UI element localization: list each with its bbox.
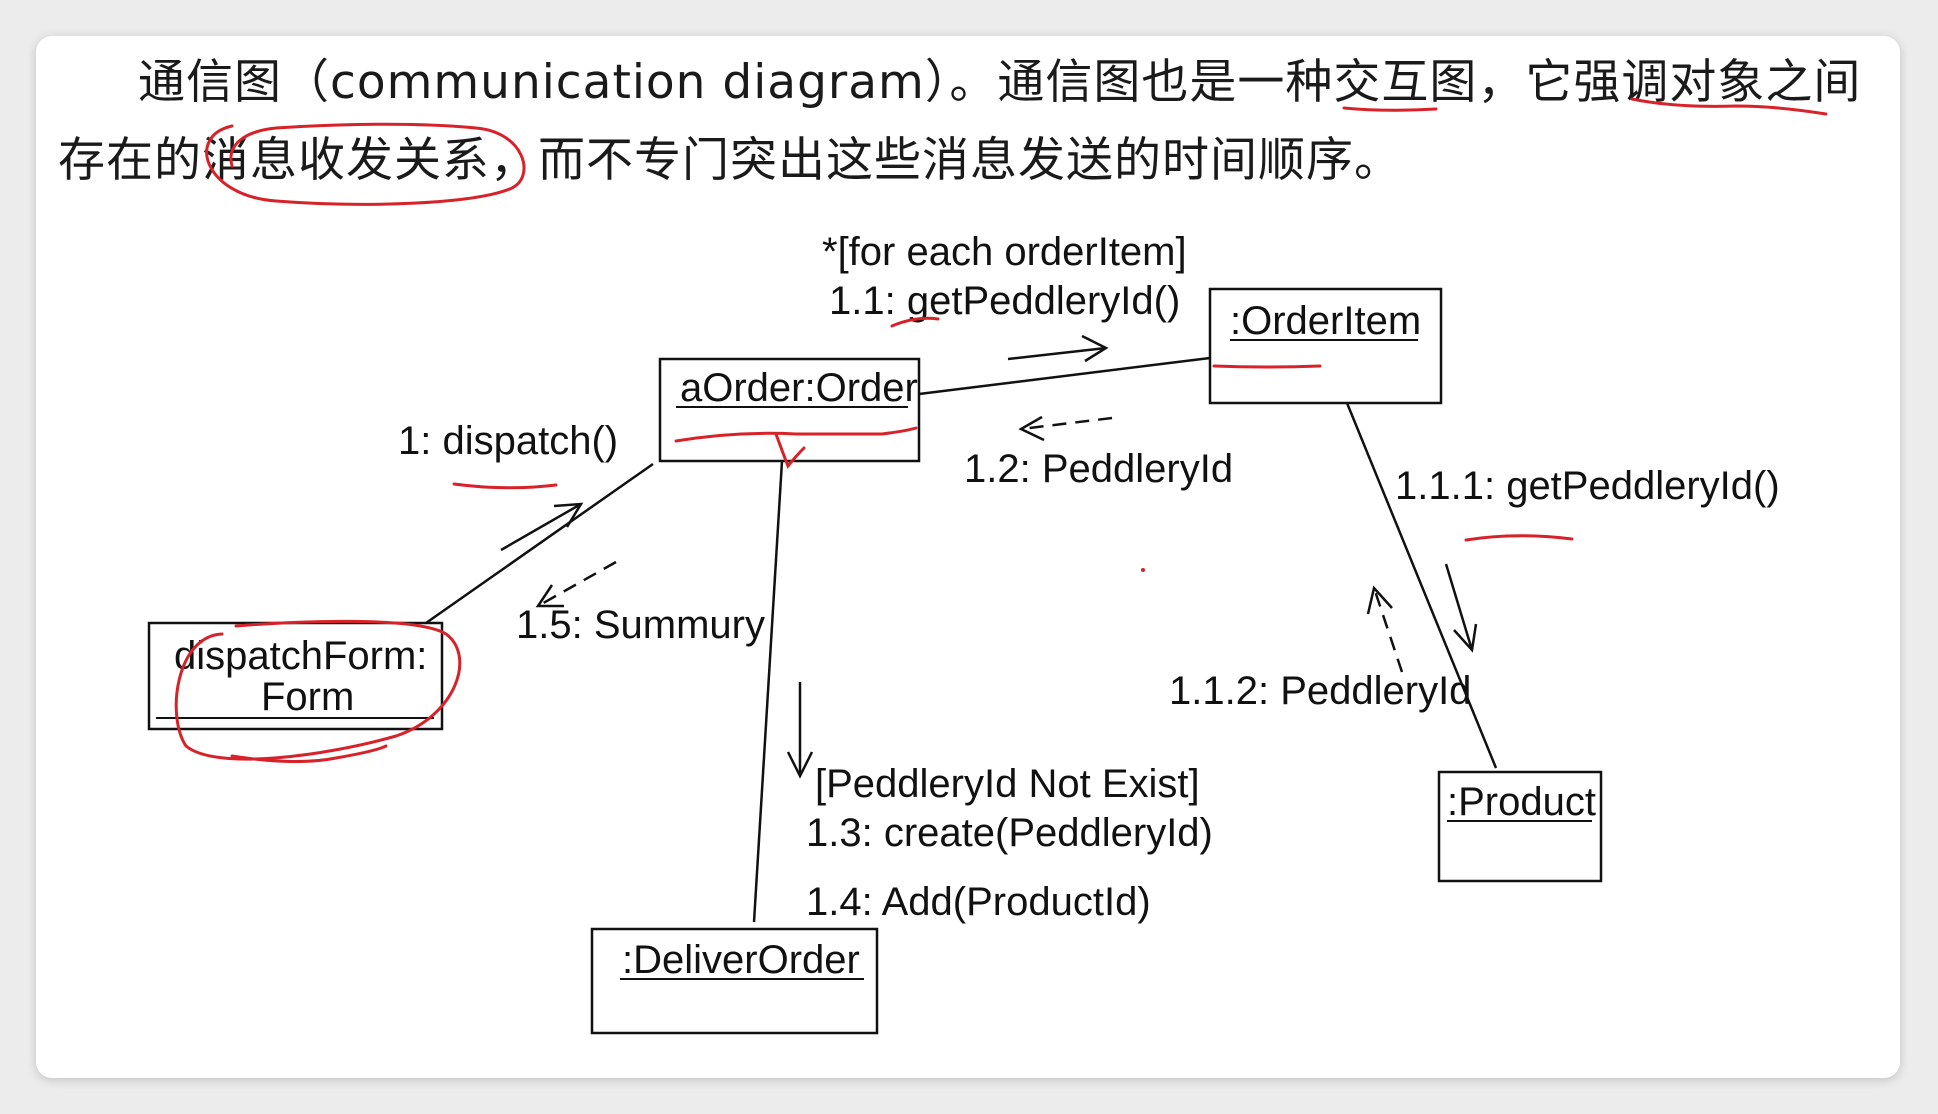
link-order-deliverorder bbox=[752, 460, 784, 923]
object-dispatchform-label-1: dispatchForm: bbox=[174, 634, 427, 678]
object-order-label: aOrder:Order bbox=[680, 366, 918, 410]
object-orderitem-box bbox=[1208, 287, 1443, 405]
msg-1-1-2: 1.1.2: PeddleryId bbox=[1169, 669, 1471, 713]
object-deliverorder[interactable]: :DeliverOrder bbox=[590, 927, 879, 1035]
arrow-1-5-return bbox=[535, 560, 617, 608]
msg-1-4: 1.4: Add(ProductId) bbox=[806, 880, 1151, 924]
msg-1-1: 1.1: getPeddleryId() bbox=[829, 279, 1180, 323]
msg-1-3: 1.3: create(PeddleryId) bbox=[806, 811, 1213, 855]
object-order-box bbox=[658, 357, 921, 463]
msg-1: 1: dispatch() bbox=[398, 419, 618, 463]
msg-guard-not-exist: [PeddleryId Not Exist] bbox=[815, 762, 1200, 806]
slide-card: 通信图（communication diagram）。通信图也是一种交互图，它强… bbox=[36, 36, 1900, 1078]
object-product[interactable]: :Product bbox=[1437, 770, 1603, 883]
arrow-1-1-2-return bbox=[1366, 585, 1404, 673]
object-dispatchform-box bbox=[147, 621, 444, 731]
red-dot bbox=[1141, 568, 1145, 572]
underline-jiaohu bbox=[1342, 106, 1438, 112]
arrow-1-1 bbox=[1007, 334, 1109, 363]
underline-getpeddleryid bbox=[1464, 534, 1574, 542]
link-orderitem-product bbox=[1345, 402, 1498, 769]
underline-duixiang bbox=[1630, 97, 1828, 116]
arrow-1-1-1 bbox=[1444, 563, 1478, 653]
object-product-label: :Product bbox=[1447, 780, 1596, 824]
object-orderitem-label: :OrderItem bbox=[1230, 299, 1421, 343]
object-dispatchform-label-2: Form bbox=[261, 675, 354, 719]
msg-1-1-1: 1.1.1: getPeddleryId() bbox=[1395, 464, 1780, 508]
communication-diagram: aOrder:Order :OrderItem dispatchForm: Fo… bbox=[147, 97, 1828, 1035]
object-product-box bbox=[1437, 770, 1603, 883]
object-deliverorder-label: :DeliverOrder bbox=[622, 938, 860, 982]
intro-paragraph: 通信图（communication diagram）。通信图也是一种交互图，它强… bbox=[58, 55, 1862, 188]
circle-dispatchform bbox=[174, 619, 462, 761]
underline-dispatch bbox=[452, 482, 558, 490]
underline-get bbox=[890, 316, 940, 328]
link-order-orderitem bbox=[918, 356, 1211, 396]
underline-order-mark bbox=[774, 432, 806, 469]
msg-1-2: 1.2: PeddleryId bbox=[964, 447, 1233, 491]
underline-order bbox=[674, 426, 918, 443]
object-order[interactable]: aOrder:Order bbox=[658, 357, 921, 463]
arrow-1-3-down bbox=[786, 682, 814, 779]
arrow-1-2-return bbox=[1018, 415, 1113, 442]
underline-orderitem bbox=[1212, 364, 1322, 369]
msg-1-5: 1.5: Summury bbox=[516, 603, 765, 647]
arrow-1 bbox=[500, 502, 584, 552]
object-deliverorder-box bbox=[590, 927, 879, 1035]
circle-message-relation bbox=[205, 122, 526, 206]
underline-form bbox=[230, 744, 388, 764]
red-annotations bbox=[174, 97, 1828, 764]
link-order-dispatchform bbox=[425, 462, 654, 625]
object-orderitem[interactable]: :OrderItem bbox=[1208, 287, 1443, 405]
msg-for-each-guard: *[for each orderItem] bbox=[822, 230, 1187, 274]
object-dispatchform[interactable]: dispatchForm: Form bbox=[147, 621, 444, 731]
